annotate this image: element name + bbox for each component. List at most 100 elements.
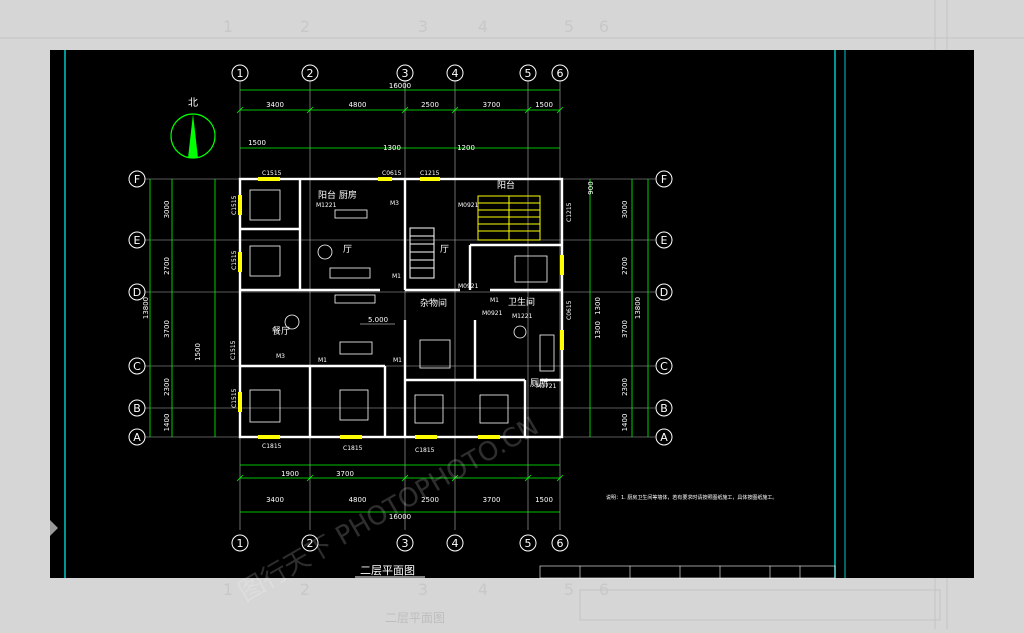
grid-bubble <box>551 64 569 82</box>
grid-bubble <box>519 64 537 82</box>
dim-tick <box>401 474 409 482</box>
grid-bubble-label: 5 <box>525 537 532 550</box>
bg-grid-label: 2 <box>300 17 310 36</box>
dim-left-segment: 1400 <box>163 414 171 432</box>
window-label: C0615 <box>566 300 573 320</box>
building-walls <box>238 177 564 439</box>
dim-right-segment: 3700 <box>621 320 629 338</box>
dim-tick <box>524 474 532 482</box>
door-label: M0921 <box>482 310 503 317</box>
grid-bubble <box>128 399 146 417</box>
grid-bubble <box>655 428 673 446</box>
grid-bubble-label: E <box>661 234 668 247</box>
title-block <box>539 565 836 579</box>
grid-bubble-label: 1 <box>237 537 244 550</box>
grid-bubble <box>655 357 673 375</box>
bg-grid-label: 6 <box>599 580 609 599</box>
bg-grid-label: 1 <box>223 17 233 36</box>
bg-grid-label: 3 <box>418 580 428 599</box>
grid-bubble <box>128 357 146 375</box>
bg-grid-label: 5 <box>564 17 574 36</box>
window-label: C1515 <box>231 388 238 408</box>
door-label: M3 <box>276 353 285 360</box>
grid-bubble-label: B <box>660 402 668 415</box>
room-label-balcony-kitchen: 阳台 厨房 <box>318 189 357 201</box>
grid-bubble-label: A <box>660 431 668 444</box>
dim-left-segment: 2300 <box>163 378 171 396</box>
bg-grid-label: 3 <box>418 17 428 36</box>
door-label: M1 <box>490 297 499 304</box>
grid-bubble-label: D <box>660 286 668 299</box>
dim-tick <box>236 106 244 114</box>
dim-top-detail: 1500 <box>248 139 266 147</box>
dim-bottom-segment: 3700 <box>483 496 501 504</box>
dim-tick <box>451 474 459 482</box>
dim-top-segment: 2500 <box>421 101 439 109</box>
bg-grid-label: 5 <box>564 580 574 599</box>
dim-top-detail: 1300 <box>383 144 401 152</box>
dim-top-segment: 4800 <box>349 101 367 109</box>
bg-grid-label: 2 <box>300 580 310 599</box>
grid-bubble <box>655 283 673 301</box>
grid-bubble <box>396 64 414 82</box>
dim-top-segment: 3400 <box>266 101 284 109</box>
window-label: C1215 <box>566 202 573 222</box>
grid-bubble <box>551 534 569 552</box>
dim-right-detail: 900 <box>587 181 595 194</box>
bg-grid-label: 6 <box>599 17 609 36</box>
room-labels: 阳台 厨房 厅 厅 餐厅 阳台 杂物间 卫生间 厕所 <box>272 179 548 389</box>
window-label: C1515 <box>231 195 238 215</box>
room-label-toilet: 厕所 <box>530 378 548 389</box>
dim-right-segment: 1400 <box>621 414 629 432</box>
grid-bubble <box>128 170 146 188</box>
dim-top-total: 16000 <box>389 82 411 90</box>
grid-bubble-label: F <box>661 173 667 186</box>
door-label: M3 <box>390 200 399 207</box>
window-marks <box>238 177 564 439</box>
grid-bubble-label: 3 <box>402 537 409 550</box>
grid-bubble <box>519 534 537 552</box>
drawing-note: 说明：1. 厨房卫生间等墙体，若有要求时请按照图纸施工，具体按图纸施工。 <box>606 494 777 501</box>
door-label: M1 <box>392 273 401 280</box>
door-label: M0921 <box>458 283 479 290</box>
grid-bubble-label: 4 <box>452 537 459 550</box>
dimension-lines <box>149 89 649 513</box>
dim-left-total: 13800 <box>142 297 150 319</box>
grid-bubble-label: 6 <box>557 537 564 550</box>
grid-bubble <box>128 283 146 301</box>
dim-tick <box>556 106 564 114</box>
dim-right-segment: 3000 <box>621 201 629 219</box>
dim-right-detail: 1300 <box>594 297 602 315</box>
dim-tick <box>306 106 314 114</box>
dim-left-segment: 2700 <box>163 257 171 275</box>
grid-bubble <box>396 534 414 552</box>
window-label: C1515 <box>262 170 282 177</box>
bg-grid-label: 4 <box>478 17 488 36</box>
door-label: M0721 <box>536 383 557 390</box>
room-label-hall: 厅 <box>343 244 352 255</box>
grid-bubble-label: A <box>133 431 141 444</box>
dim-left-segment: 3000 <box>163 201 171 219</box>
bg-grid-label: 1 <box>223 580 233 599</box>
window-label: C1815 <box>343 445 363 452</box>
dim-top-detail: 1200 <box>457 144 475 152</box>
dim-tick <box>524 106 532 114</box>
dim-bottom-segment: 2500 <box>421 496 439 504</box>
left-marker <box>50 520 58 536</box>
dim-bottom-segment: 3400 <box>266 496 284 504</box>
door-label: M1221 <box>316 202 337 209</box>
door-label: M1 <box>393 357 402 364</box>
grid-bubble <box>231 64 249 82</box>
dim-bottom-segment: 4800 <box>349 496 367 504</box>
elevation-mark: 5.000 <box>368 316 388 324</box>
door-label: M1221 <box>512 313 533 320</box>
grid-bubble-label: 2 <box>307 537 314 550</box>
room-label-hall2: 厅 <box>440 244 449 255</box>
dim-tick <box>236 474 244 482</box>
